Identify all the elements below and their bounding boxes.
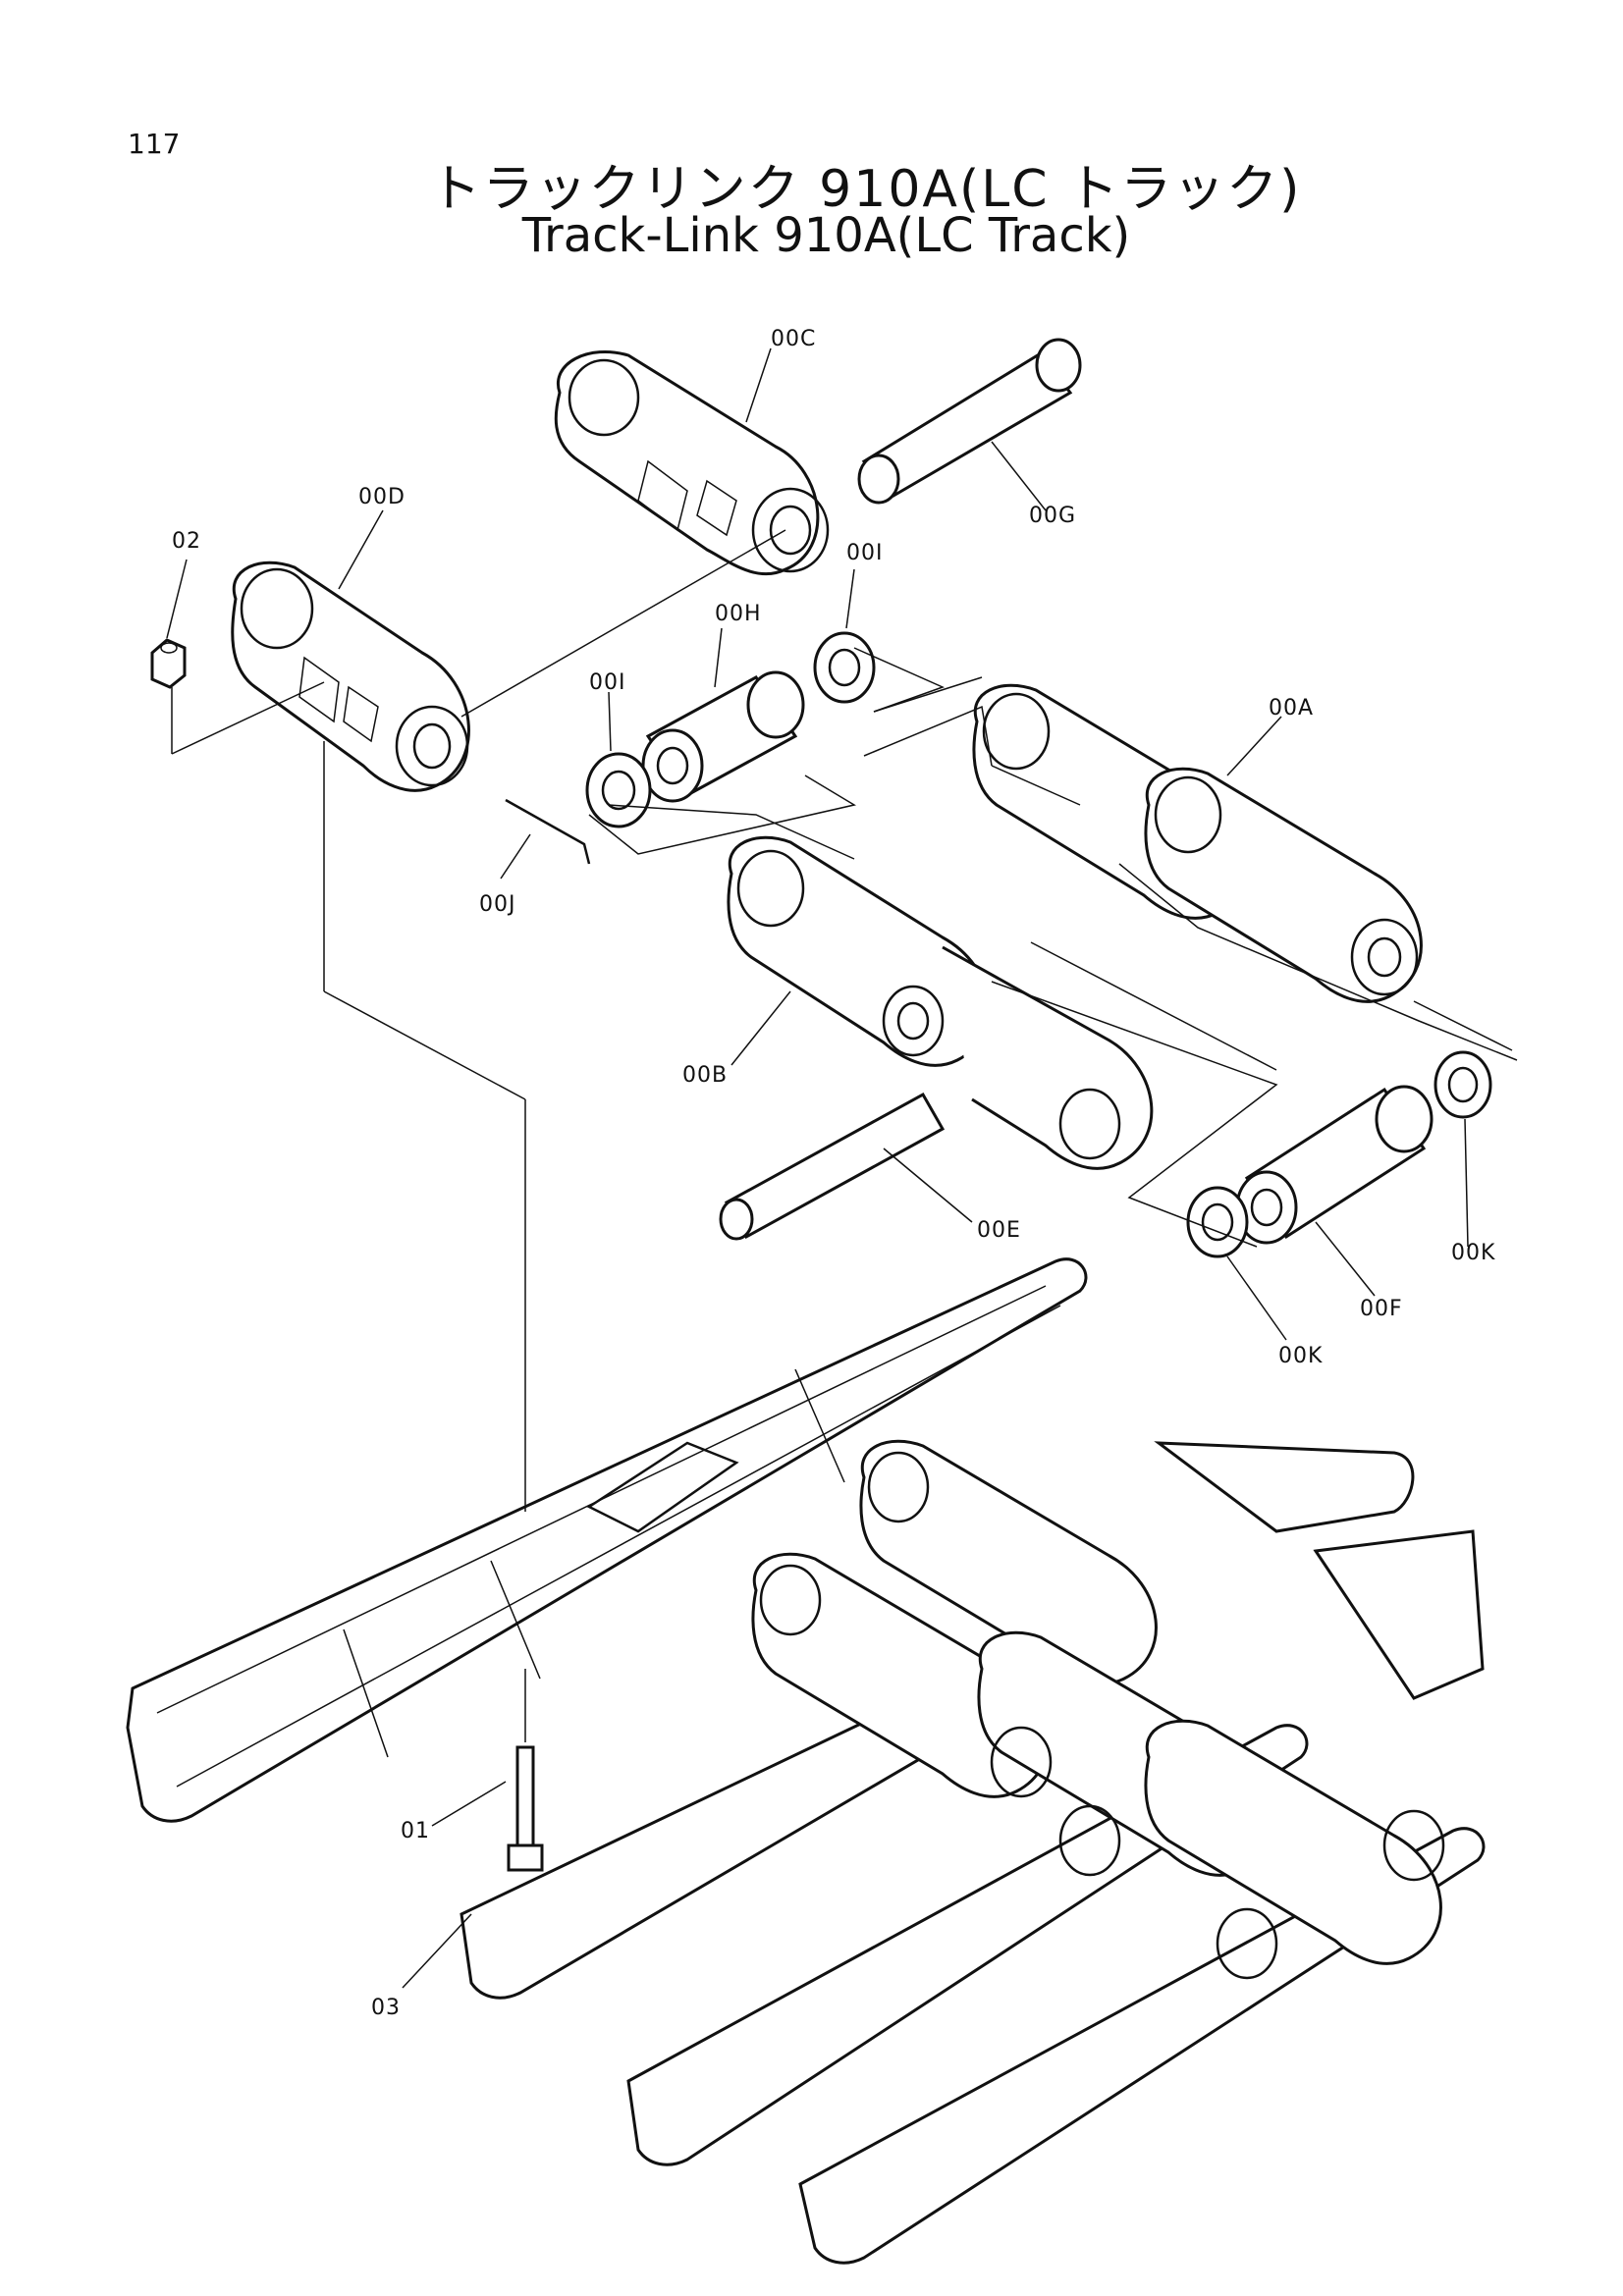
callout-00I-upper: 00I — [846, 541, 883, 565]
callout-00K-right: 00K — [1451, 1241, 1495, 1265]
leader-lines — [166, 347, 1518, 1989]
callout-00F: 00F — [1360, 1297, 1403, 1321]
callout-00B: 00B — [682, 1063, 728, 1088]
assembled-track — [460, 1439, 1486, 2265]
track-pin-00E — [719, 1092, 946, 1241]
title-english: Track-Link 910A(LC Track) — [521, 208, 1131, 263]
callout-03: 03 — [371, 1996, 401, 2020]
nut-02 — [150, 638, 187, 689]
callout-01: 01 — [401, 1819, 430, 1843]
callout-02: 02 — [172, 529, 201, 554]
track-shoe-03-exploded — [126, 1257, 1088, 1823]
title-japanese: トラックリンク 910A(LC トラック) — [429, 160, 1302, 219]
page-number: 117 — [128, 128, 181, 160]
seal-00K-right — [1434, 1050, 1492, 1119]
callout-00E: 00E — [977, 1218, 1021, 1243]
spring-pin-00J — [505, 798, 591, 865]
callout-00J: 00J — [479, 892, 515, 917]
track-link-00B — [727, 835, 1154, 1170]
callout-00G: 00G — [1029, 504, 1076, 528]
track-pin-00G — [857, 338, 1082, 505]
bushing-00F — [1235, 1085, 1434, 1245]
callout-00A: 00A — [1269, 696, 1314, 721]
track-link-00A — [972, 683, 1423, 1003]
bolt-01 — [507, 1745, 544, 1872]
callout-00I-lower: 00I — [589, 670, 625, 695]
seal-00I-lower — [585, 752, 652, 828]
callout-00K-bottom: 00K — [1278, 1344, 1323, 1368]
callout-00H: 00H — [715, 602, 762, 626]
callout-00D: 00D — [358, 485, 406, 509]
callout-00C: 00C — [771, 327, 816, 351]
bushing-00H — [641, 670, 805, 803]
seal-00K-left — [1186, 1186, 1249, 1258]
seal-00I-upper — [813, 631, 876, 704]
track-link-00C — [554, 349, 830, 576]
track-link-00D — [231, 561, 470, 792]
